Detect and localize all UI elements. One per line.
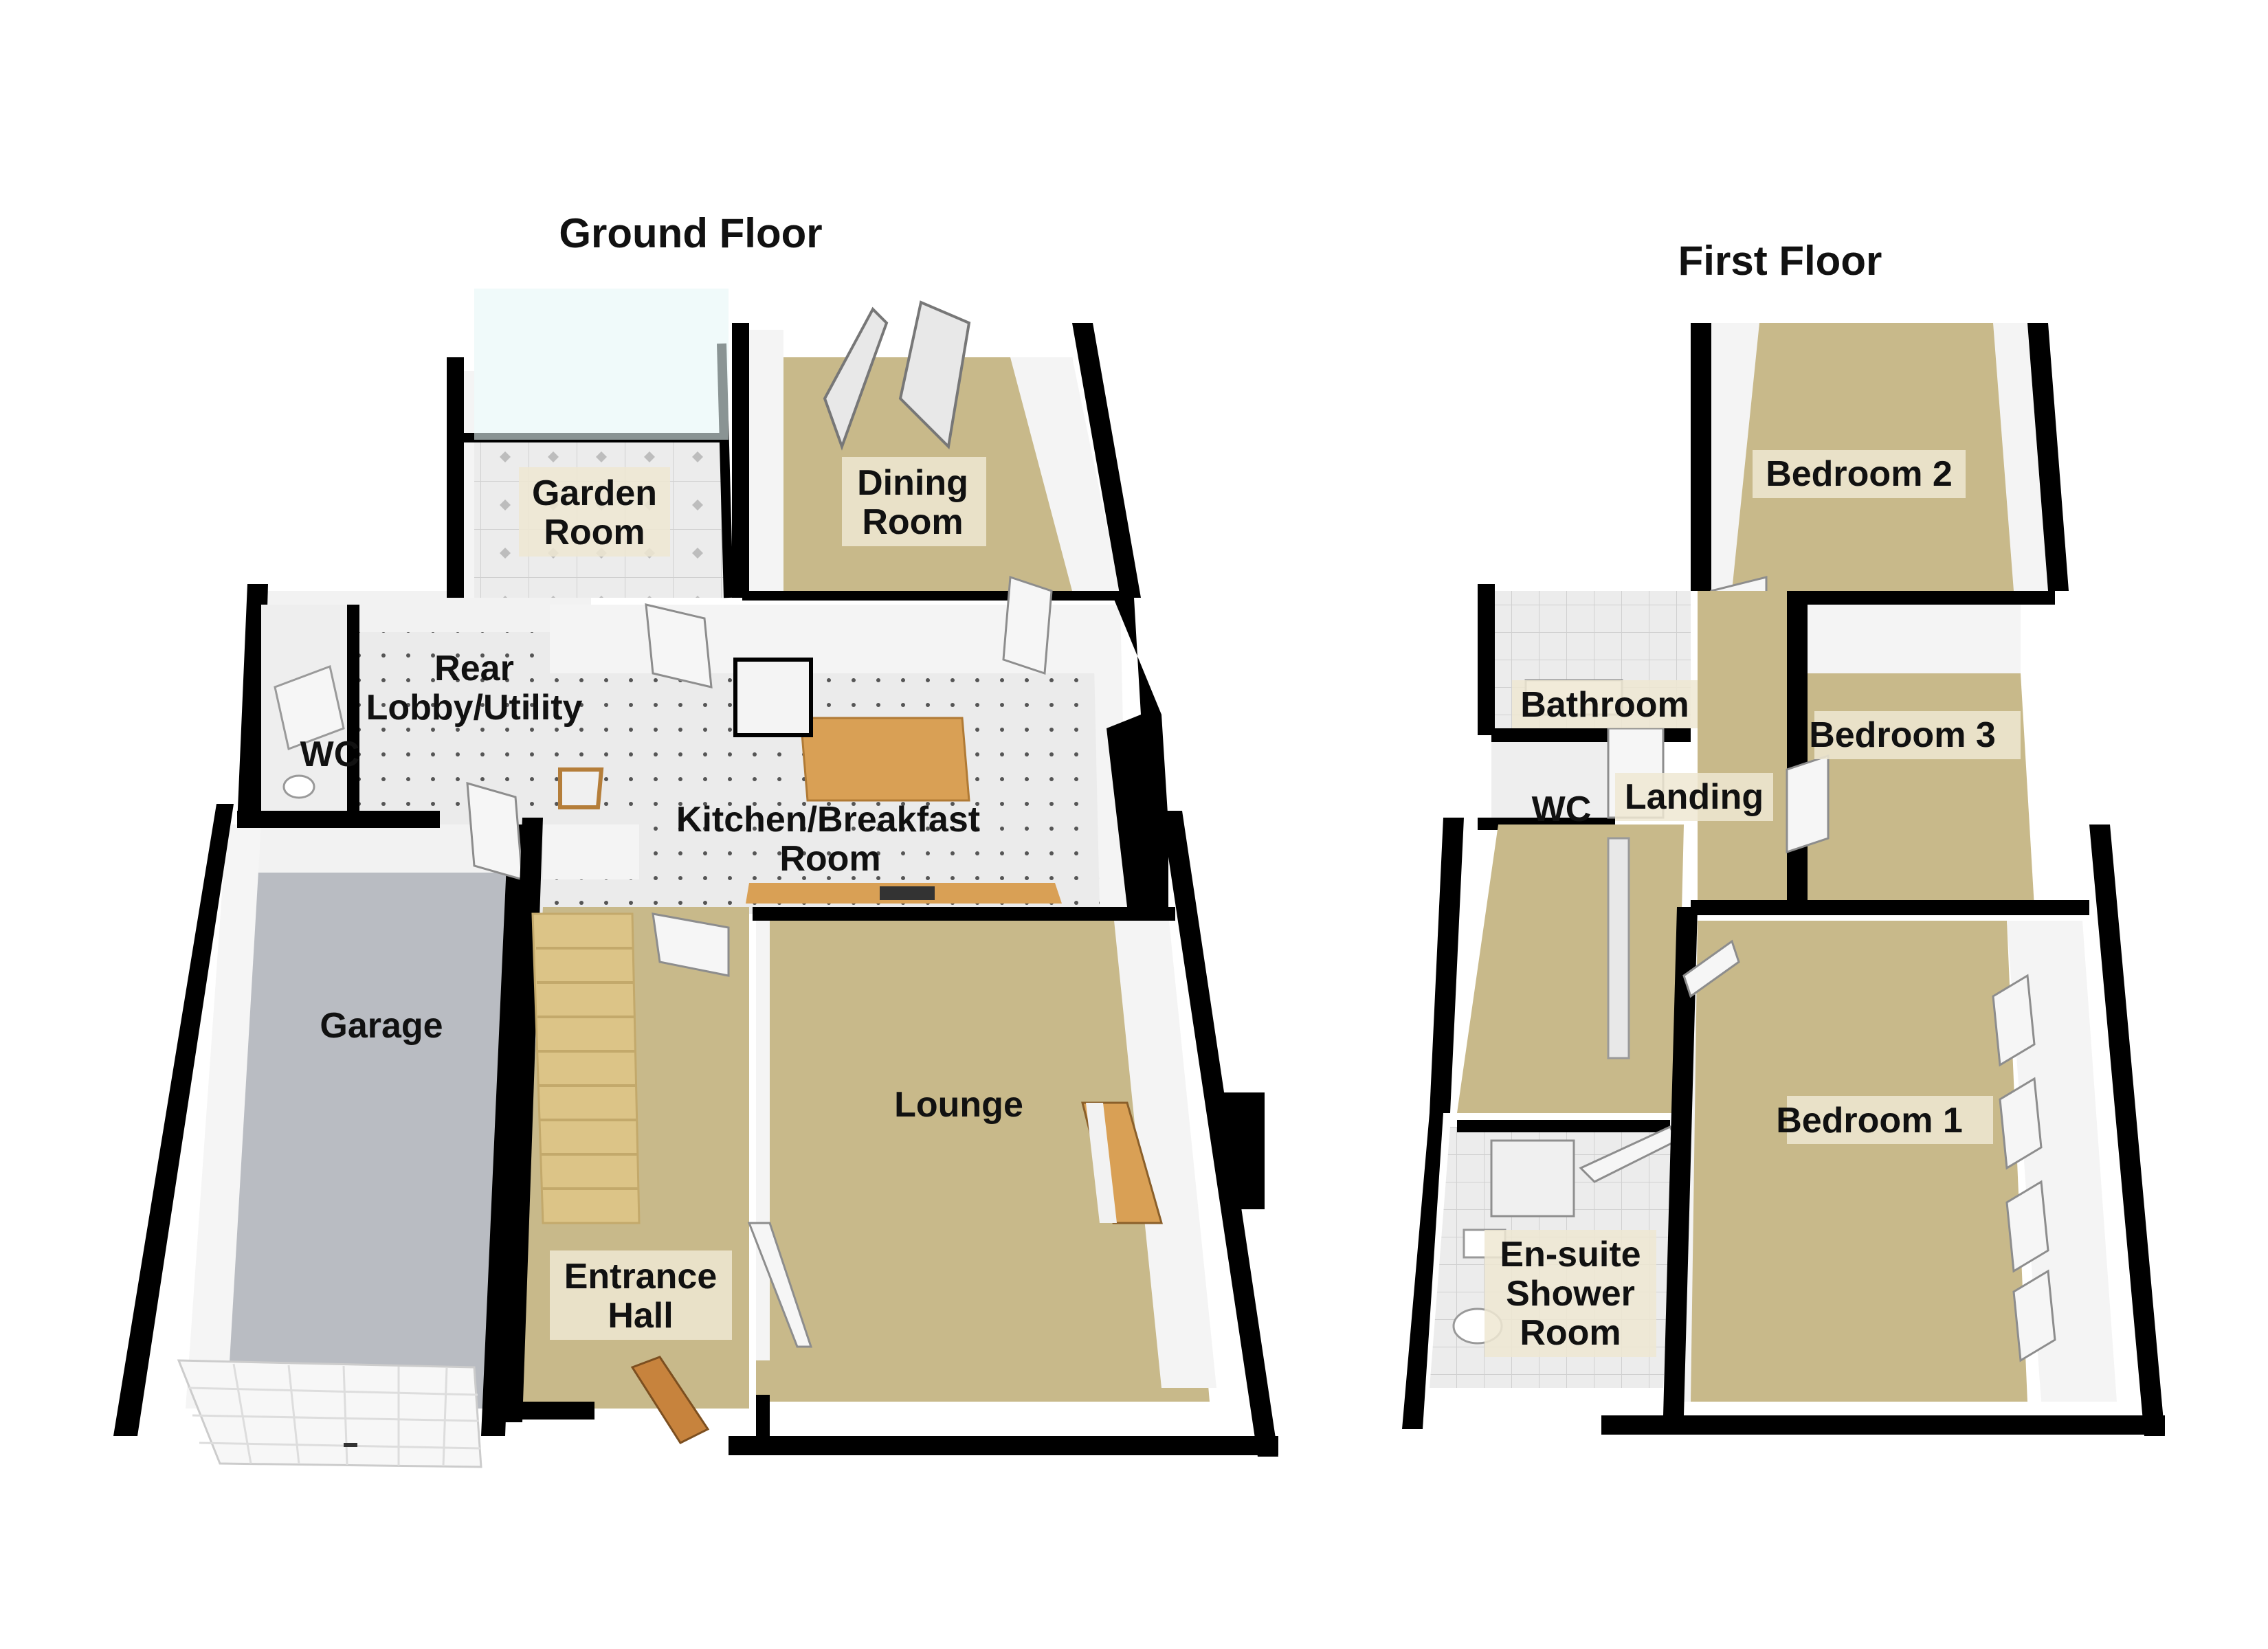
ensuite-label: Shower xyxy=(1506,1274,1635,1314)
dining-room-label: Room xyxy=(862,502,963,542)
dining-room xyxy=(732,300,1141,601)
bedroom-3-label: Bedroom 3 xyxy=(1809,715,1996,755)
sink-icon xyxy=(558,767,604,809)
bedroom-2-label: Bedroom 2 xyxy=(1766,454,1953,494)
kitchen-island xyxy=(799,717,970,802)
wardrobe-door-icon xyxy=(2005,1180,2049,1273)
basin-icon xyxy=(282,774,315,799)
garage-label: Garage xyxy=(320,1006,443,1046)
entrance-hall-label: Hall xyxy=(608,1296,673,1336)
kitchen-label: Kitchen/Breakfast xyxy=(676,800,980,840)
shower-icon xyxy=(1490,1139,1575,1218)
utility-door-icon xyxy=(466,781,524,882)
first-wc-label: WC xyxy=(1532,789,1592,829)
kitchen-label: Room xyxy=(779,839,880,879)
french-door-right-icon xyxy=(898,300,971,450)
bedroom-1-room xyxy=(1601,824,2165,1436)
dining-room-label: Dining xyxy=(857,463,968,503)
kitchen-door-icon xyxy=(645,603,713,688)
staircase xyxy=(531,912,641,1224)
dining-door-icon xyxy=(1002,575,1053,675)
bedroom-2-room xyxy=(1691,323,2069,675)
landing-label: Landing xyxy=(1625,777,1764,817)
stair-banister xyxy=(1607,837,1630,1059)
labels: Ground Floor First Floor Garden Room Din… xyxy=(300,210,2021,1357)
bathroom-label: Bathroom xyxy=(1520,685,1689,725)
garden-room-label: Garden xyxy=(532,473,657,513)
first-floor-title: First Floor xyxy=(1678,238,1882,284)
lounge-room xyxy=(729,811,1278,1457)
wc-door-icon xyxy=(274,664,345,751)
rear-lobby-label: Lobby/Utility xyxy=(366,688,583,728)
ensuite-label: Room xyxy=(1520,1313,1621,1353)
front-door-icon xyxy=(630,1356,710,1444)
kitchen-room xyxy=(466,575,1168,914)
ground-wc-room xyxy=(261,605,359,811)
garage-door xyxy=(177,1359,482,1468)
rear-lobby-label: Rear xyxy=(434,649,514,688)
hob-icon xyxy=(880,886,935,900)
garden-room-label: Room xyxy=(544,513,645,552)
hall-door-icon xyxy=(652,912,730,977)
lounge-door-icon xyxy=(747,1222,813,1348)
wardrobe-door-icon xyxy=(1999,1077,2043,1170)
wardrobe-door-icon xyxy=(2012,1269,2056,1362)
landing-room xyxy=(1430,591,2089,1113)
lounge-label: Lounge xyxy=(894,1085,1023,1125)
bedroom-3-door-icon xyxy=(1786,754,1830,854)
bedroom-1-door-icon xyxy=(1682,939,1740,998)
ground-floor-title: Ground Floor xyxy=(559,210,822,256)
ground-wc-label: WC xyxy=(300,734,360,774)
garage-room xyxy=(113,804,529,1468)
bedroom-1-label: Bedroom 1 xyxy=(1776,1101,1963,1141)
ensuite-label: En-suite xyxy=(1500,1235,1641,1275)
entrance-hall-room xyxy=(498,818,749,1444)
wardrobe-door-icon xyxy=(1992,974,2036,1067)
entrance-hall-label: Entrance xyxy=(564,1257,718,1297)
french-door-left-icon xyxy=(823,306,889,451)
ground-floor xyxy=(113,289,1278,1468)
